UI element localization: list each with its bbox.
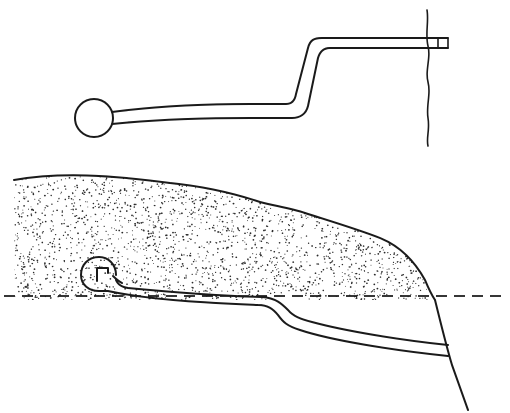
buried-pipe-bulb	[81, 257, 448, 356]
wall-line	[427, 10, 429, 146]
pipe-end	[438, 38, 448, 48]
mound-outline	[14, 175, 435, 300]
pipe-outline-upper	[112, 38, 448, 112]
lower-panel	[4, 169, 506, 410]
pipe-outline-lower	[112, 48, 448, 124]
buried-pipe-lower	[116, 280, 448, 345]
upper-panel	[75, 10, 448, 146]
bulb	[75, 99, 113, 137]
hook-icon	[97, 268, 108, 281]
